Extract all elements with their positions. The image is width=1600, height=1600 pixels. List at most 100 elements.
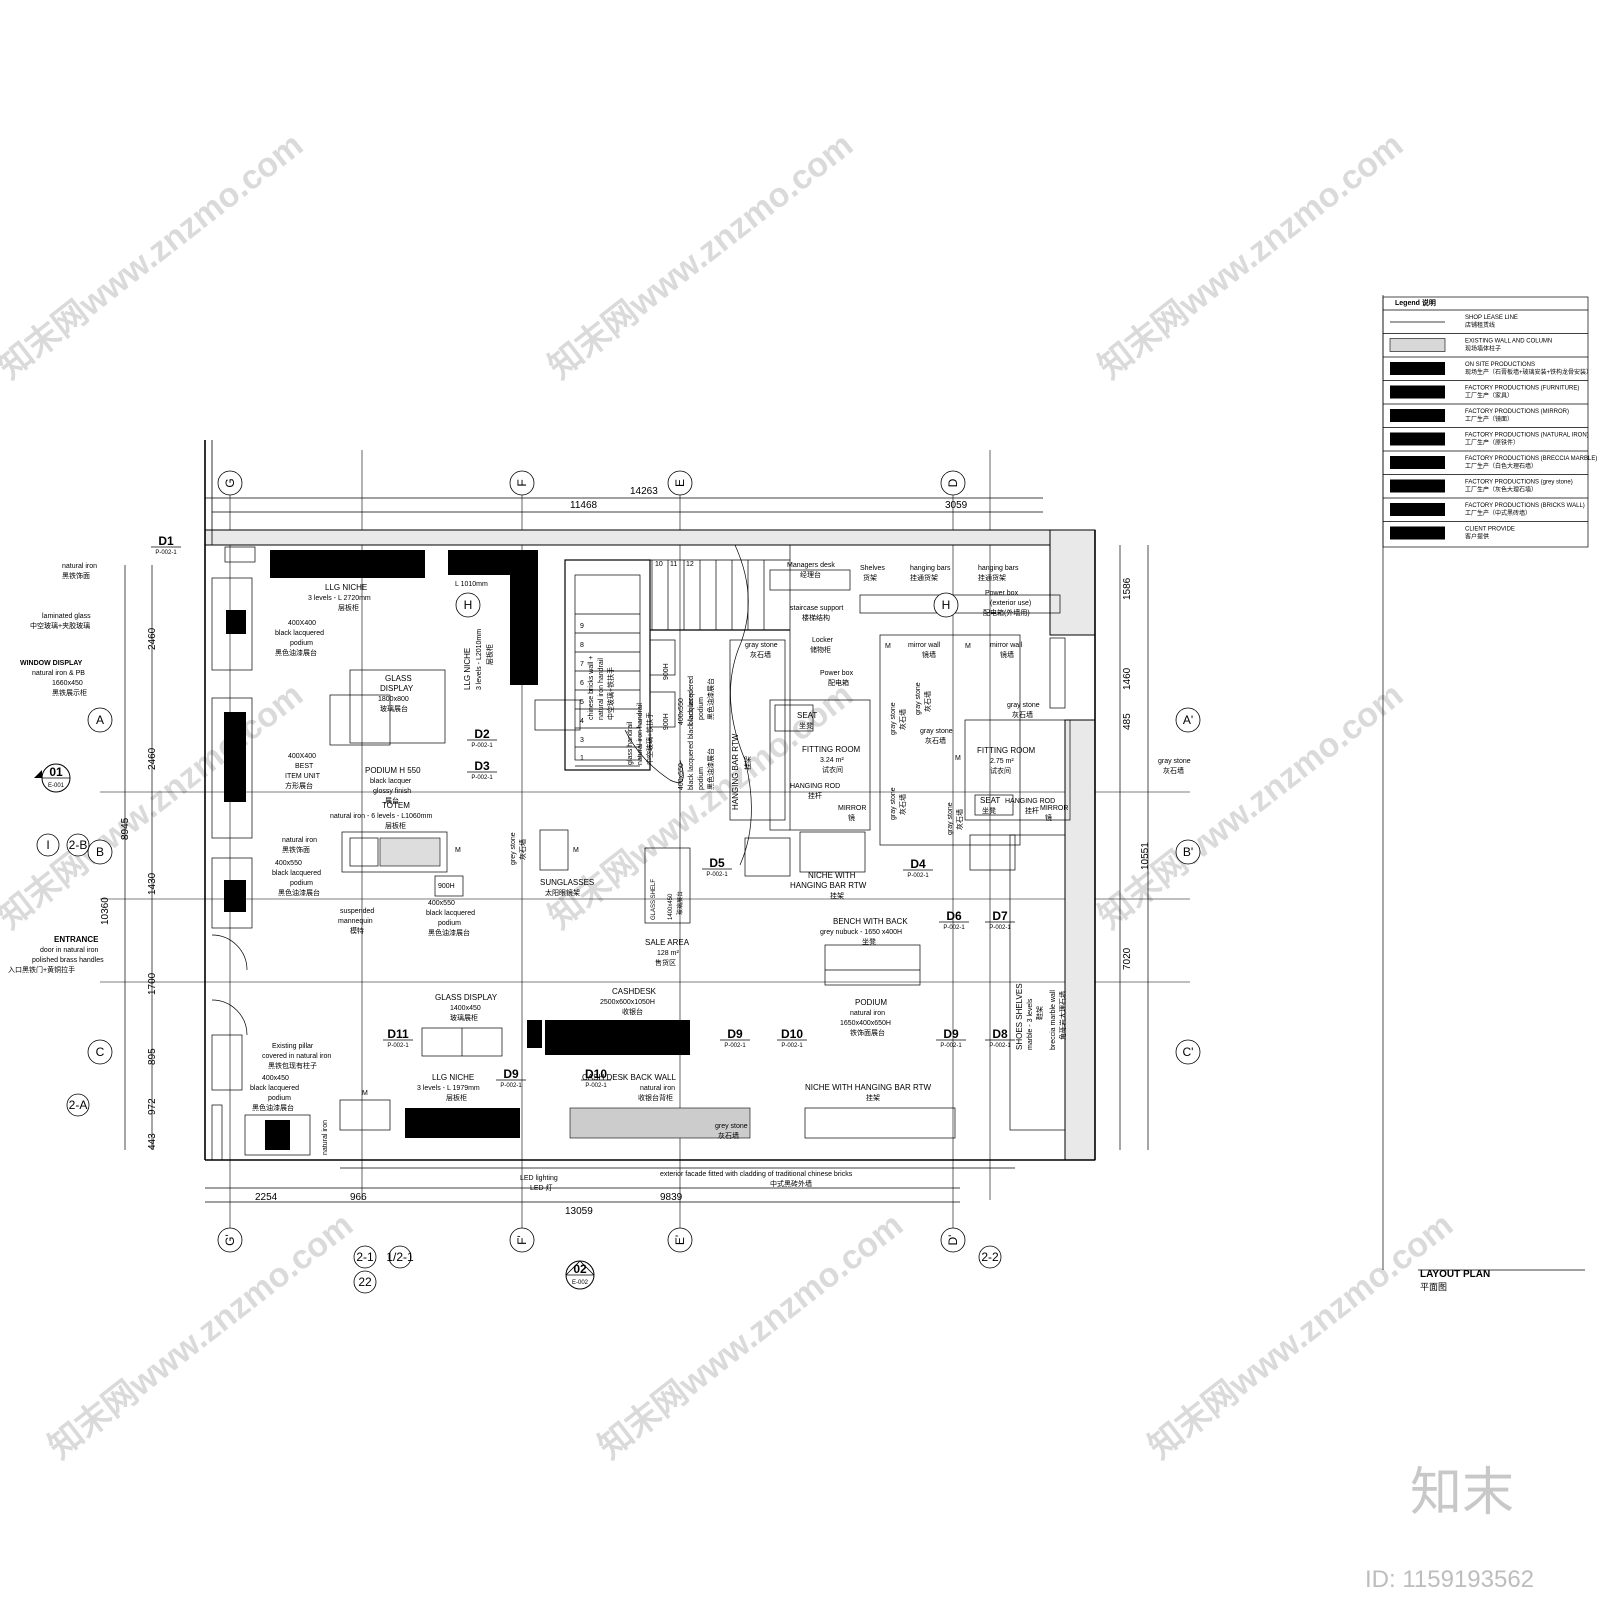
label: 400X400 <box>288 620 316 627</box>
legend-label-cn: 工厂生产（灰色大理石墙） <box>1465 486 1537 494</box>
label: 经理台 <box>800 570 821 579</box>
label: 1400x450 <box>450 1005 481 1012</box>
detail-tag-label: D10 <box>781 1027 803 1041</box>
label: hanging bars <box>978 565 1019 572</box>
label: 黑铁饰面 <box>62 571 90 580</box>
label: 灰石墙 <box>1012 710 1033 719</box>
label: 挂通货架 <box>910 573 938 582</box>
label: natural iron handrail <box>598 658 605 720</box>
label: BEST <box>295 763 314 770</box>
label: 黑铁包现有柱子 <box>268 1061 317 1070</box>
legend-label-cn: 客户提供 <box>1465 533 1489 541</box>
detail-tag: D3P-002-1 <box>467 759 497 781</box>
label: 试衣间 <box>822 765 843 774</box>
label: gray stone <box>1007 702 1040 709</box>
dim-right: 485 <box>1122 713 1133 730</box>
legend-label: FACTORY PRODUCTIONS (grey stone) <box>1465 480 1573 486</box>
label: 楼梯结构 <box>802 613 830 622</box>
detail-tag-label: D1 <box>158 534 174 548</box>
label: 400x550 <box>678 698 685 725</box>
label: 镜 <box>848 813 855 822</box>
legend-label-cn: 店铺租赁线 <box>1465 321 1495 329</box>
label: 黑铁展示柜 <box>52 688 87 697</box>
label: podium <box>268 1095 291 1102</box>
label: 配电箱 <box>828 678 849 687</box>
grid-label: B <box>96 845 104 859</box>
dim-top-a: 11468 <box>570 500 598 511</box>
grid-bubble-right: C' <box>1175 1039 1201 1065</box>
detail-tag-ref: P-002-1 <box>989 1043 1011 1049</box>
label: hanging bars <box>910 565 951 572</box>
legend-label: SHOP LEASE LINE <box>1465 315 1518 321</box>
label: 3 levels - L 2720mm <box>308 595 371 602</box>
label: 中空玻璃+铁扶手 <box>606 667 615 720</box>
detail-tag-ref: P-002-1 <box>989 925 1011 931</box>
dim-left-outer: 10360 <box>100 897 111 925</box>
detail-tag: D9P-002-1 <box>720 1027 750 1049</box>
detail-tag-label: D9 <box>943 1027 959 1041</box>
detail-tag: D8P-002-1 <box>985 1027 1015 1049</box>
label: 中空玻璃+夹胶玻璃 <box>30 621 90 630</box>
label: 400x450 <box>262 1075 289 1082</box>
label: LED 灯 <box>530 1183 553 1192</box>
grid-label: C <box>96 1045 105 1059</box>
label: 入口黑铁门+黄铜拉手 <box>8 965 75 974</box>
label: staircase support <box>790 605 843 612</box>
dim-left: 2460 <box>147 627 158 650</box>
label: 挂架 <box>830 891 844 900</box>
detail-tag-ref: P-002-1 <box>940 1043 962 1049</box>
legend-swatch <box>1389 338 1446 352</box>
label: Power box <box>985 590 1019 597</box>
label: HANGING ROD <box>1005 798 1055 805</box>
label: 灰石墙 <box>718 1131 739 1140</box>
label: natural iron <box>62 563 97 570</box>
legend-row: FACTORY PRODUCTIONS (NATURAL IRON)工厂生产（原… <box>1383 427 1589 447</box>
stair-step-number: 9 <box>580 623 584 630</box>
label: LLG NICHE <box>463 648 472 690</box>
legend-label: FACTORY PRODUCTIONS (BRECCIA MARBLE) <box>1465 456 1597 462</box>
detail-tag: D9P-002-1 <box>936 1027 966 1049</box>
label: M <box>455 847 461 854</box>
label: 灰石墙 <box>955 809 964 830</box>
grid-bubble-misc: 2-A <box>66 1093 90 1117</box>
label: mannequin <box>338 918 373 925</box>
watermark-text: 知末网www.znzmo.com <box>1092 126 1411 387</box>
grid-label: G' <box>223 1234 237 1246</box>
grid-label: 2-B <box>69 838 88 852</box>
drawing-title-cn: 平面图 <box>1420 1282 1447 1292</box>
dim-bottom-b: 966 <box>350 1192 367 1203</box>
section-marker: 01E-001 <box>41 763 71 793</box>
label: 2.75 m² <box>990 758 1014 765</box>
grid-label: 22 <box>358 1275 372 1289</box>
dimension-lines <box>124 497 1149 1203</box>
watermark-text: 知末网www.znzmo.com <box>542 126 861 387</box>
legend-row: FACTORY PRODUCTIONS (FURNITURE)工厂生产（家具） <box>1383 380 1588 400</box>
label: 挂杆 <box>1025 806 1039 815</box>
label: Managers desk <box>787 562 835 569</box>
grid-label: 2-2 <box>981 1250 999 1264</box>
legend-row: FACTORY PRODUCTIONS (MIRROR)工厂生产（镜面） <box>1383 403 1588 423</box>
grid-bubble-h: H <box>455 592 481 618</box>
detail-tag: D2P-002-1 <box>467 727 497 749</box>
label: 展台 <box>385 796 399 805</box>
stair-step-number: 3 <box>580 737 584 744</box>
dim-right: 1460 <box>1122 667 1133 690</box>
detail-tag: D1P-002-1 <box>151 534 181 556</box>
label: GLASS SHELF <box>651 879 657 920</box>
label: gray stone <box>1158 758 1191 765</box>
staircase <box>534 544 1071 866</box>
label: 灰石墙 <box>923 691 932 712</box>
label: 中式黑砖外墙 <box>770 1179 812 1188</box>
grid-label: F' <box>515 1235 529 1245</box>
watermark-text: 知末网www.znzmo.com <box>1092 676 1411 937</box>
grid-bubble-misc: 22 <box>353 1270 377 1294</box>
label: gray stone <box>920 728 953 735</box>
detail-tag-ref: P-002-1 <box>387 1043 409 1049</box>
grid-label: H <box>464 598 473 612</box>
label: 黑色油漆展台 <box>275 648 317 657</box>
grid-bubble-bottom: F' <box>509 1227 535 1253</box>
label: 2500x600x1050H <box>600 999 655 1006</box>
label: 黑铁饰面 <box>282 845 310 854</box>
legend-title: Legend 说明 <box>1395 298 1436 307</box>
